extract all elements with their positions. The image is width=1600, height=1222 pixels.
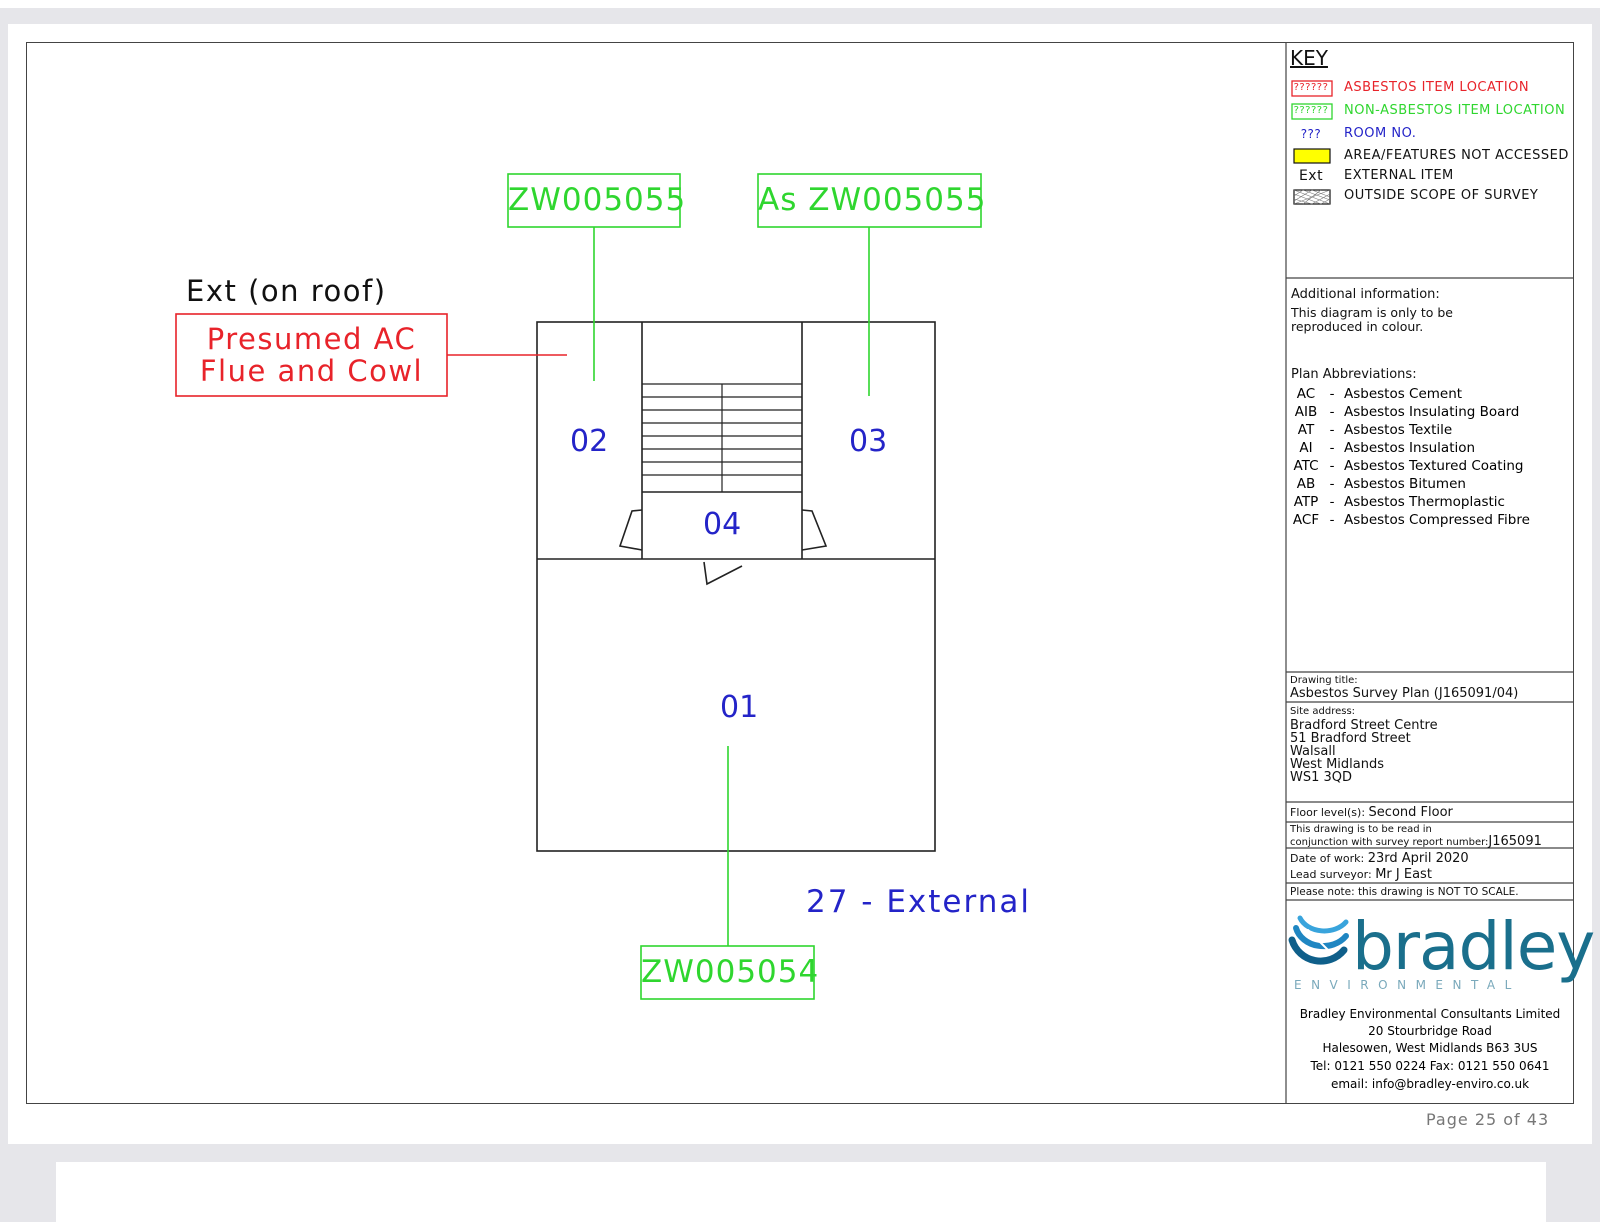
company-town: Halesowen, West Midlands B63 3US xyxy=(1322,1041,1538,1055)
abbr-code: AC xyxy=(1296,386,1316,402)
date-of-work-row: Date of work: 23rd April 2020 xyxy=(1290,851,1469,866)
abbr-code: ACF xyxy=(1292,512,1320,528)
tag-as-zw005055[interactable]: As ZW005055 xyxy=(758,182,987,218)
abbreviation-row: AC-Asbestos Cement xyxy=(1292,386,1462,402)
site-address-line: Bradford Street Centre xyxy=(1290,718,1438,733)
abbreviation-row: AB-Asbestos Bitumen xyxy=(1292,476,1466,492)
legend-non-asbestos-label: NON-ASBESTOS ITEM LOCATION xyxy=(1344,103,1566,118)
abbr-code: ATP xyxy=(1293,494,1319,510)
report-note-line-1: This drawing is to be read in xyxy=(1290,824,1432,835)
abbr-meaning: Asbestos Textured Coating xyxy=(1344,458,1524,474)
abbr-code: AT xyxy=(1297,422,1315,438)
door-swings xyxy=(618,509,828,586)
legend-not-accessed-label: AREA/FEATURES NOT ACCESSED xyxy=(1344,148,1569,163)
legend-room-symbol: ??? xyxy=(1300,128,1322,141)
abbr-meaning: Asbestos Bitumen xyxy=(1344,476,1466,492)
info-heading: Additional information: xyxy=(1291,287,1440,302)
lead-surveyor-row: Lead surveyor: Mr J East xyxy=(1290,867,1432,882)
bradley-logo-subtitle: ENVIRONMENTAL xyxy=(1294,978,1521,992)
room-number-03[interactable]: 03 xyxy=(849,424,888,459)
abbreviation-row: AI-Asbestos Insulation xyxy=(1292,440,1475,456)
abbr-code: ATC xyxy=(1293,458,1319,474)
bradley-globe-icon xyxy=(1288,915,1349,965)
non-asbestos-markers xyxy=(507,173,982,1000)
abbr-code: AB xyxy=(1296,476,1316,492)
legend-external-symbol: Ext xyxy=(1298,168,1324,184)
abbreviations-heading: Plan Abbreviations: xyxy=(1291,367,1417,382)
asbestos-item-line-1: Presumed AC xyxy=(206,322,417,356)
report-note-row: conjunction with survey report number:J1… xyxy=(1290,834,1542,849)
staircase xyxy=(642,383,802,492)
legend-non-asbestos-symbol: ?????? xyxy=(1293,105,1329,116)
site-address-line: Walsall xyxy=(1290,744,1336,759)
viewer-top-bar xyxy=(0,0,1600,8)
legend-asbestos-label: ASBESTOS ITEM LOCATION xyxy=(1344,80,1530,95)
abbr-meaning: Asbestos Cement xyxy=(1344,386,1463,402)
legend-asbestos-symbol: ?????? xyxy=(1293,82,1329,93)
tag-zw005054[interactable]: ZW005054 xyxy=(641,954,820,990)
legend-swatches xyxy=(1291,80,1333,205)
company-email[interactable]: email: info@bradley-enviro.co.uk xyxy=(1330,1077,1530,1091)
legend-room-label: ROOM NO. xyxy=(1344,126,1417,141)
external-roof-note: Ext (on roof) xyxy=(186,274,387,308)
abbr-meaning: Asbestos Compressed Fibre xyxy=(1344,512,1530,528)
drawing-title-label: Drawing title: xyxy=(1290,675,1358,686)
abbr-meaning: Asbestos Insulating Board xyxy=(1344,404,1520,420)
abbr-code: AI xyxy=(1299,440,1313,456)
asbestos-item-line-2: Flue and Cowl xyxy=(199,354,424,388)
drawing-title: Asbestos Survey Plan (J165091/04) xyxy=(1290,686,1519,701)
floor-level-row: Floor level(s): Second Floor xyxy=(1290,805,1453,820)
info-line-1: This diagram is only to be xyxy=(1291,305,1453,320)
report-number: J165091 xyxy=(1488,834,1542,849)
page-number: Page 25 of 43 xyxy=(1426,1110,1550,1129)
floor-level-label: Floor level(s): xyxy=(1290,806,1366,819)
abbreviation-row: AT-Asbestos Textile xyxy=(1292,422,1452,438)
tag-zw005055[interactable]: ZW005055 xyxy=(508,182,687,218)
abbreviation-row: AIB-Asbestos Insulating Board xyxy=(1292,404,1520,420)
bradley-logo-word: bradley xyxy=(1352,908,1595,985)
lead-surveyor-value: Mr J East xyxy=(1375,867,1432,882)
abbr-meaning: Asbestos Thermoplastic xyxy=(1344,494,1505,510)
lead-surveyor-label: Lead surveyor: xyxy=(1290,868,1372,881)
abbr-meaning: Asbestos Textile xyxy=(1344,422,1453,438)
info-line-2: reproduced in colour. xyxy=(1291,319,1424,334)
site-address-line: 51 Bradford Street xyxy=(1290,731,1411,746)
abbr-code: AIB xyxy=(1294,404,1318,420)
company-phone: Tel: 0121 550 0224 Fax: 0121 550 0641 xyxy=(1310,1059,1550,1073)
key-title: KEY xyxy=(1290,46,1328,70)
date-of-work-label: Date of work: xyxy=(1290,852,1365,865)
legend-outside-scope-label: OUTSIDE SCOPE OF SURVEY xyxy=(1344,188,1539,203)
site-address-line: WS1 3QD xyxy=(1290,770,1353,785)
title-block-lines xyxy=(1285,42,1574,1103)
company-street: 20 Stourbridge Road xyxy=(1368,1024,1492,1038)
company-name: Bradley Environmental Consultants Limite… xyxy=(1299,1007,1561,1021)
drawing-frame xyxy=(26,42,1574,1104)
room-number-02[interactable]: 02 xyxy=(570,424,609,459)
external-area-label[interactable]: 27 - External xyxy=(806,884,1031,920)
scale-note: Please note: this drawing is NOT TO SCAL… xyxy=(1290,886,1519,898)
report-note-line-2: conjunction with survey report number: xyxy=(1290,837,1489,848)
abbreviation-row: ATP-Asbestos Thermoplastic xyxy=(1293,494,1505,510)
abbr-meaning: Asbestos Insulation xyxy=(1344,440,1476,456)
abbreviation-row: ACF-Asbestos Compressed Fibre xyxy=(1292,512,1530,528)
site-address-line: West Midlands xyxy=(1290,757,1385,772)
asbestos-item-marker[interactable] xyxy=(175,313,567,397)
site-address-label: Site address: xyxy=(1290,706,1356,717)
abbreviation-row: ATC-Asbestos Textured Coating xyxy=(1293,458,1524,474)
date-of-work-value: 23rd April 2020 xyxy=(1367,851,1469,866)
room-number-04[interactable]: 04 xyxy=(703,507,742,542)
room-number-01[interactable]: 01 xyxy=(720,690,759,725)
floor-level-value: Second Floor xyxy=(1368,805,1453,820)
legend-external-label: EXTERNAL ITEM xyxy=(1344,168,1454,183)
building-walls xyxy=(536,321,936,852)
